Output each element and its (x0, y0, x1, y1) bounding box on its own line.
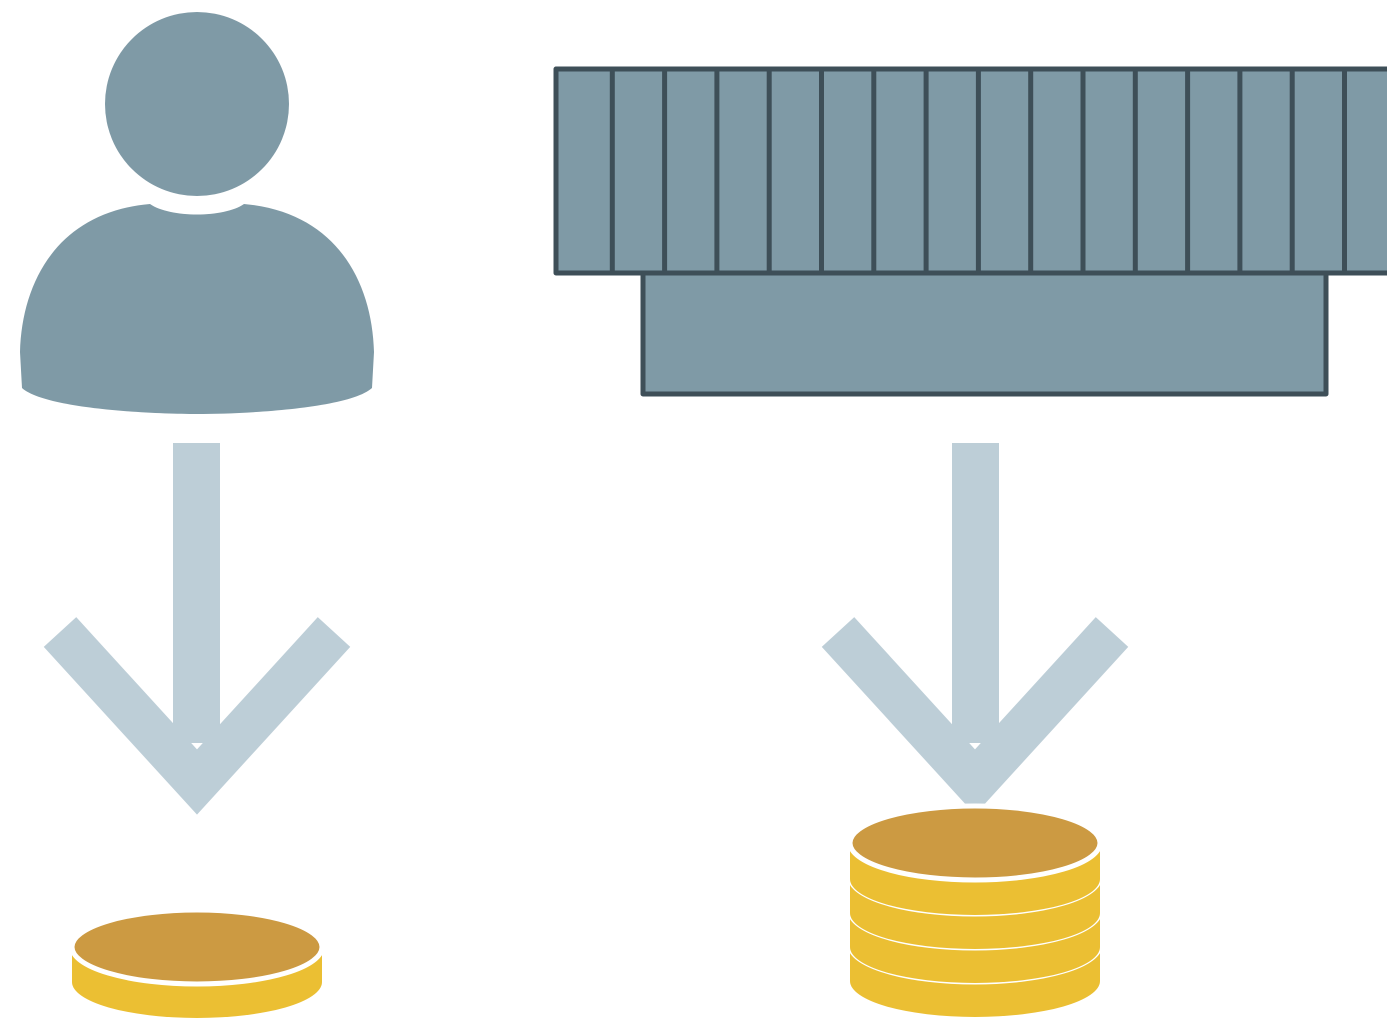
building-slot-dividers (609, 69, 1347, 273)
arrow-down-icon (43, 443, 351, 815)
building-top (553, 66, 1387, 276)
coin-stack-icon (847, 803, 1103, 1017)
person-body (20, 204, 374, 414)
person-head (105, 12, 289, 196)
building-icon (553, 66, 1387, 397)
single-coin-icon (69, 907, 325, 1018)
coin-top (69, 907, 325, 987)
building-base (640, 265, 1329, 397)
person-icon (20, 12, 374, 414)
coin (69, 907, 325, 1018)
coin (847, 803, 1103, 915)
arrow-shaft (173, 443, 220, 743)
arrow-head (821, 617, 1129, 815)
arrow-shaft (952, 443, 999, 743)
arrow-down-icon (821, 443, 1129, 815)
coin-top (847, 803, 1103, 883)
arrow-head (43, 617, 351, 815)
